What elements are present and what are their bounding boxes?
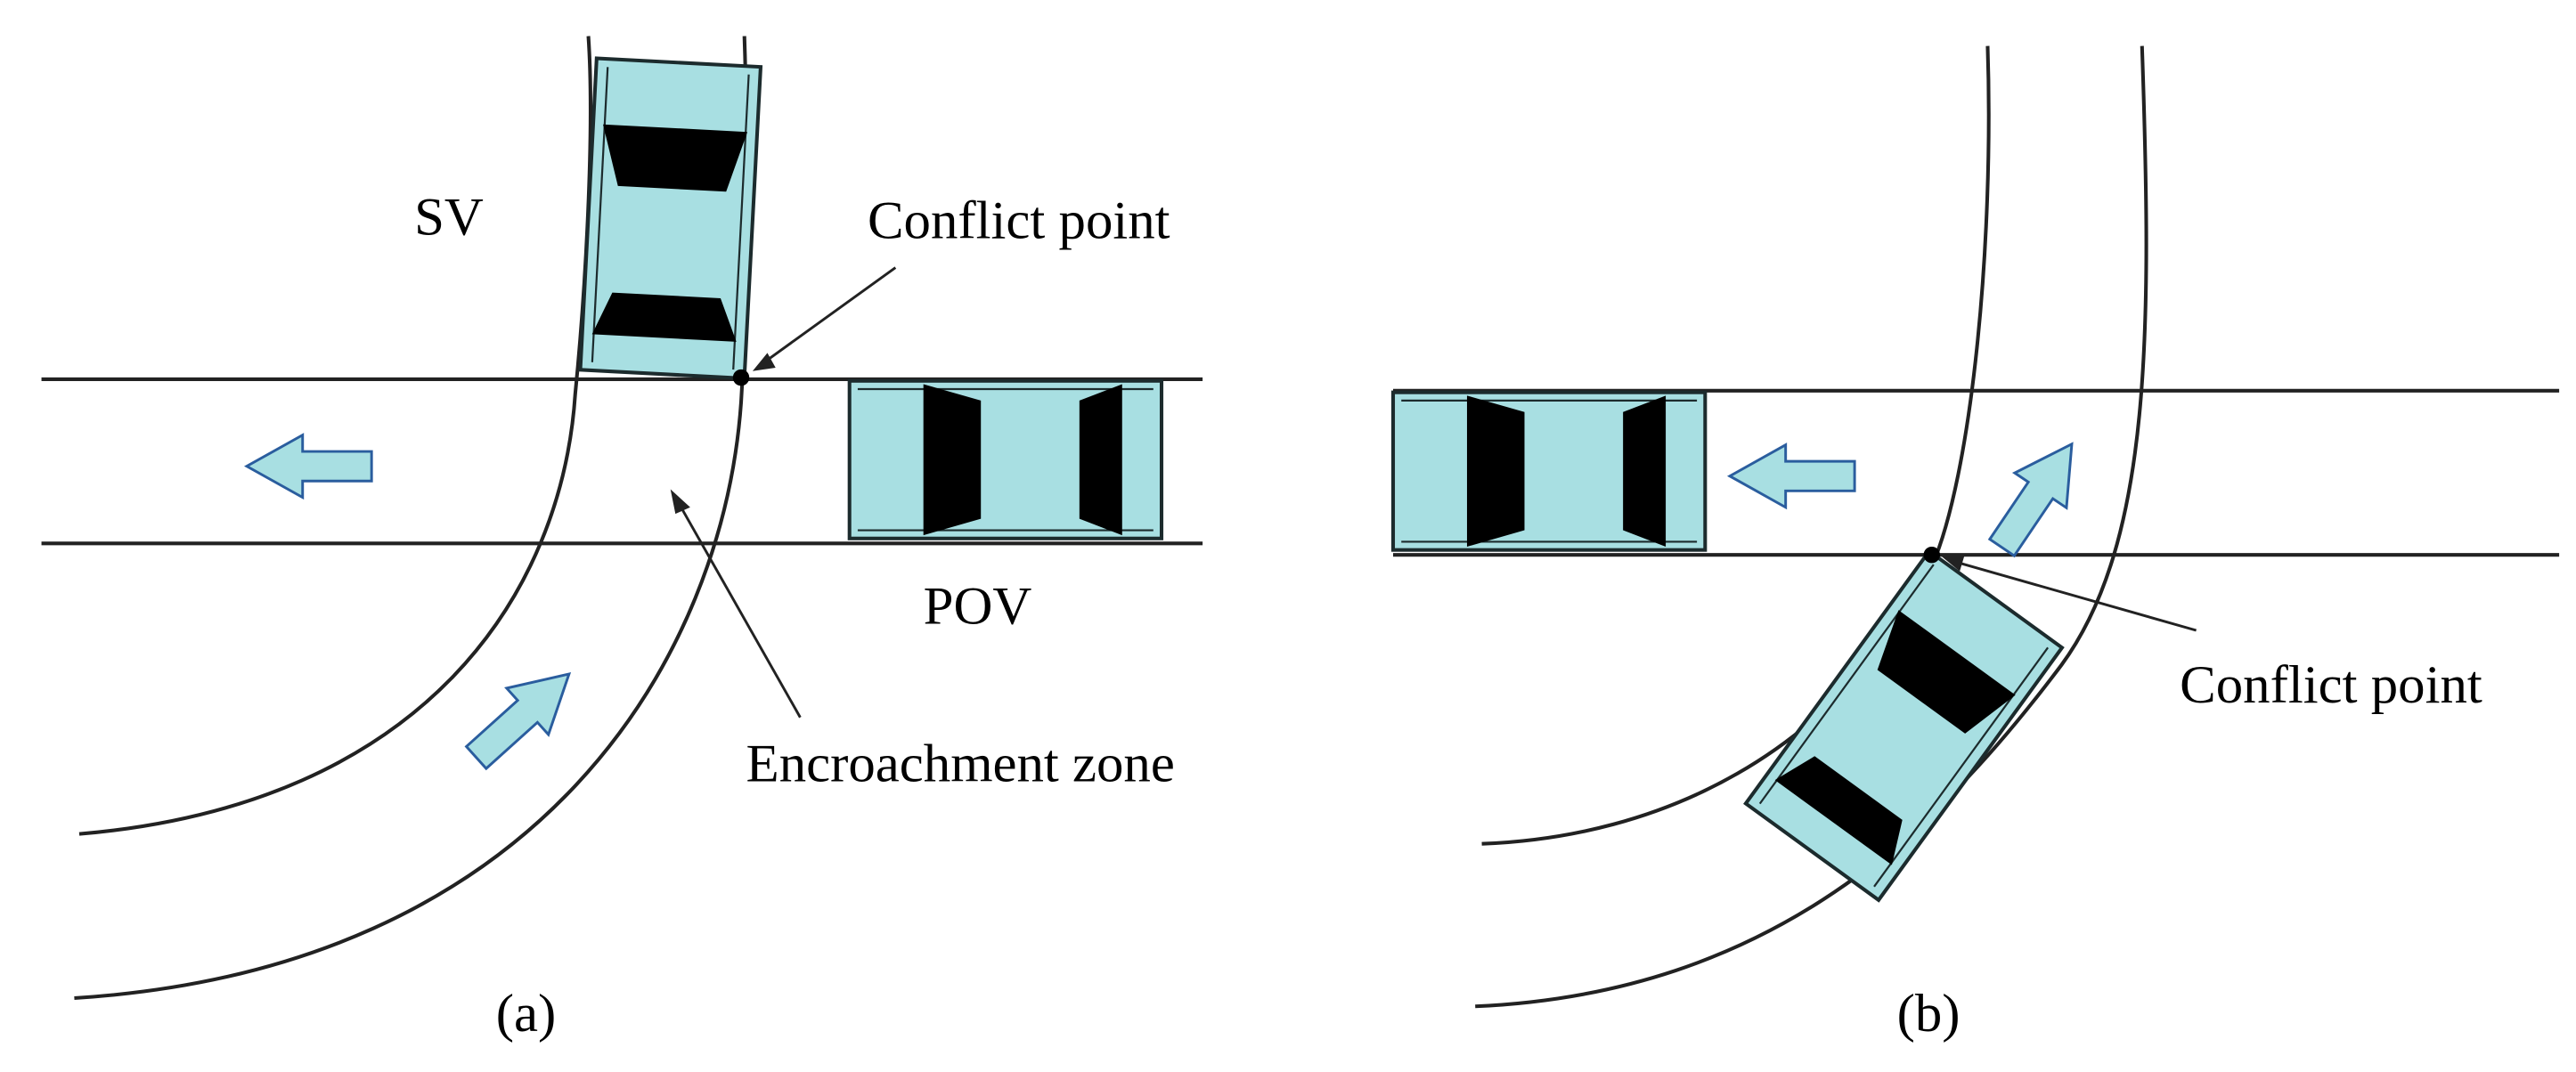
encroachment-zone-annotation-a	[670, 489, 802, 719]
pov-label: POV	[924, 577, 1032, 637]
subject-vehicle-a	[581, 58, 761, 378]
conflict-point-annotation-a	[732, 266, 897, 386]
conflict-point-annotation-b	[1923, 546, 2197, 632]
direction-arrow-diagonal-a	[453, 649, 591, 783]
sv-label: SV	[414, 188, 484, 248]
caption-b: (b)	[1897, 984, 1961, 1044]
conflict-point-dot-b	[1923, 546, 1940, 564]
encroachment-zone-label: Encroachment zone	[746, 735, 1175, 794]
panel-a: SV POV Conflict point Encroachment zone …	[41, 36, 1203, 1044]
panel-b: Conflict point (b)	[1393, 45, 2560, 1044]
conflict-point-label-b: Conflict point	[2180, 655, 2482, 715]
conflict-point-label-a: Conflict point	[868, 191, 1170, 250]
principal-other-vehicle-a	[850, 381, 1162, 539]
conflict-point-dot-a	[732, 369, 750, 386]
direction-arrow-left-b	[1728, 443, 1856, 509]
direction-arrow-left-a	[245, 434, 373, 499]
caption-a: (a)	[496, 984, 557, 1044]
principal-other-vehicle-b	[1393, 393, 1705, 550]
direction-arrow-diagonal-b	[1975, 425, 2099, 566]
